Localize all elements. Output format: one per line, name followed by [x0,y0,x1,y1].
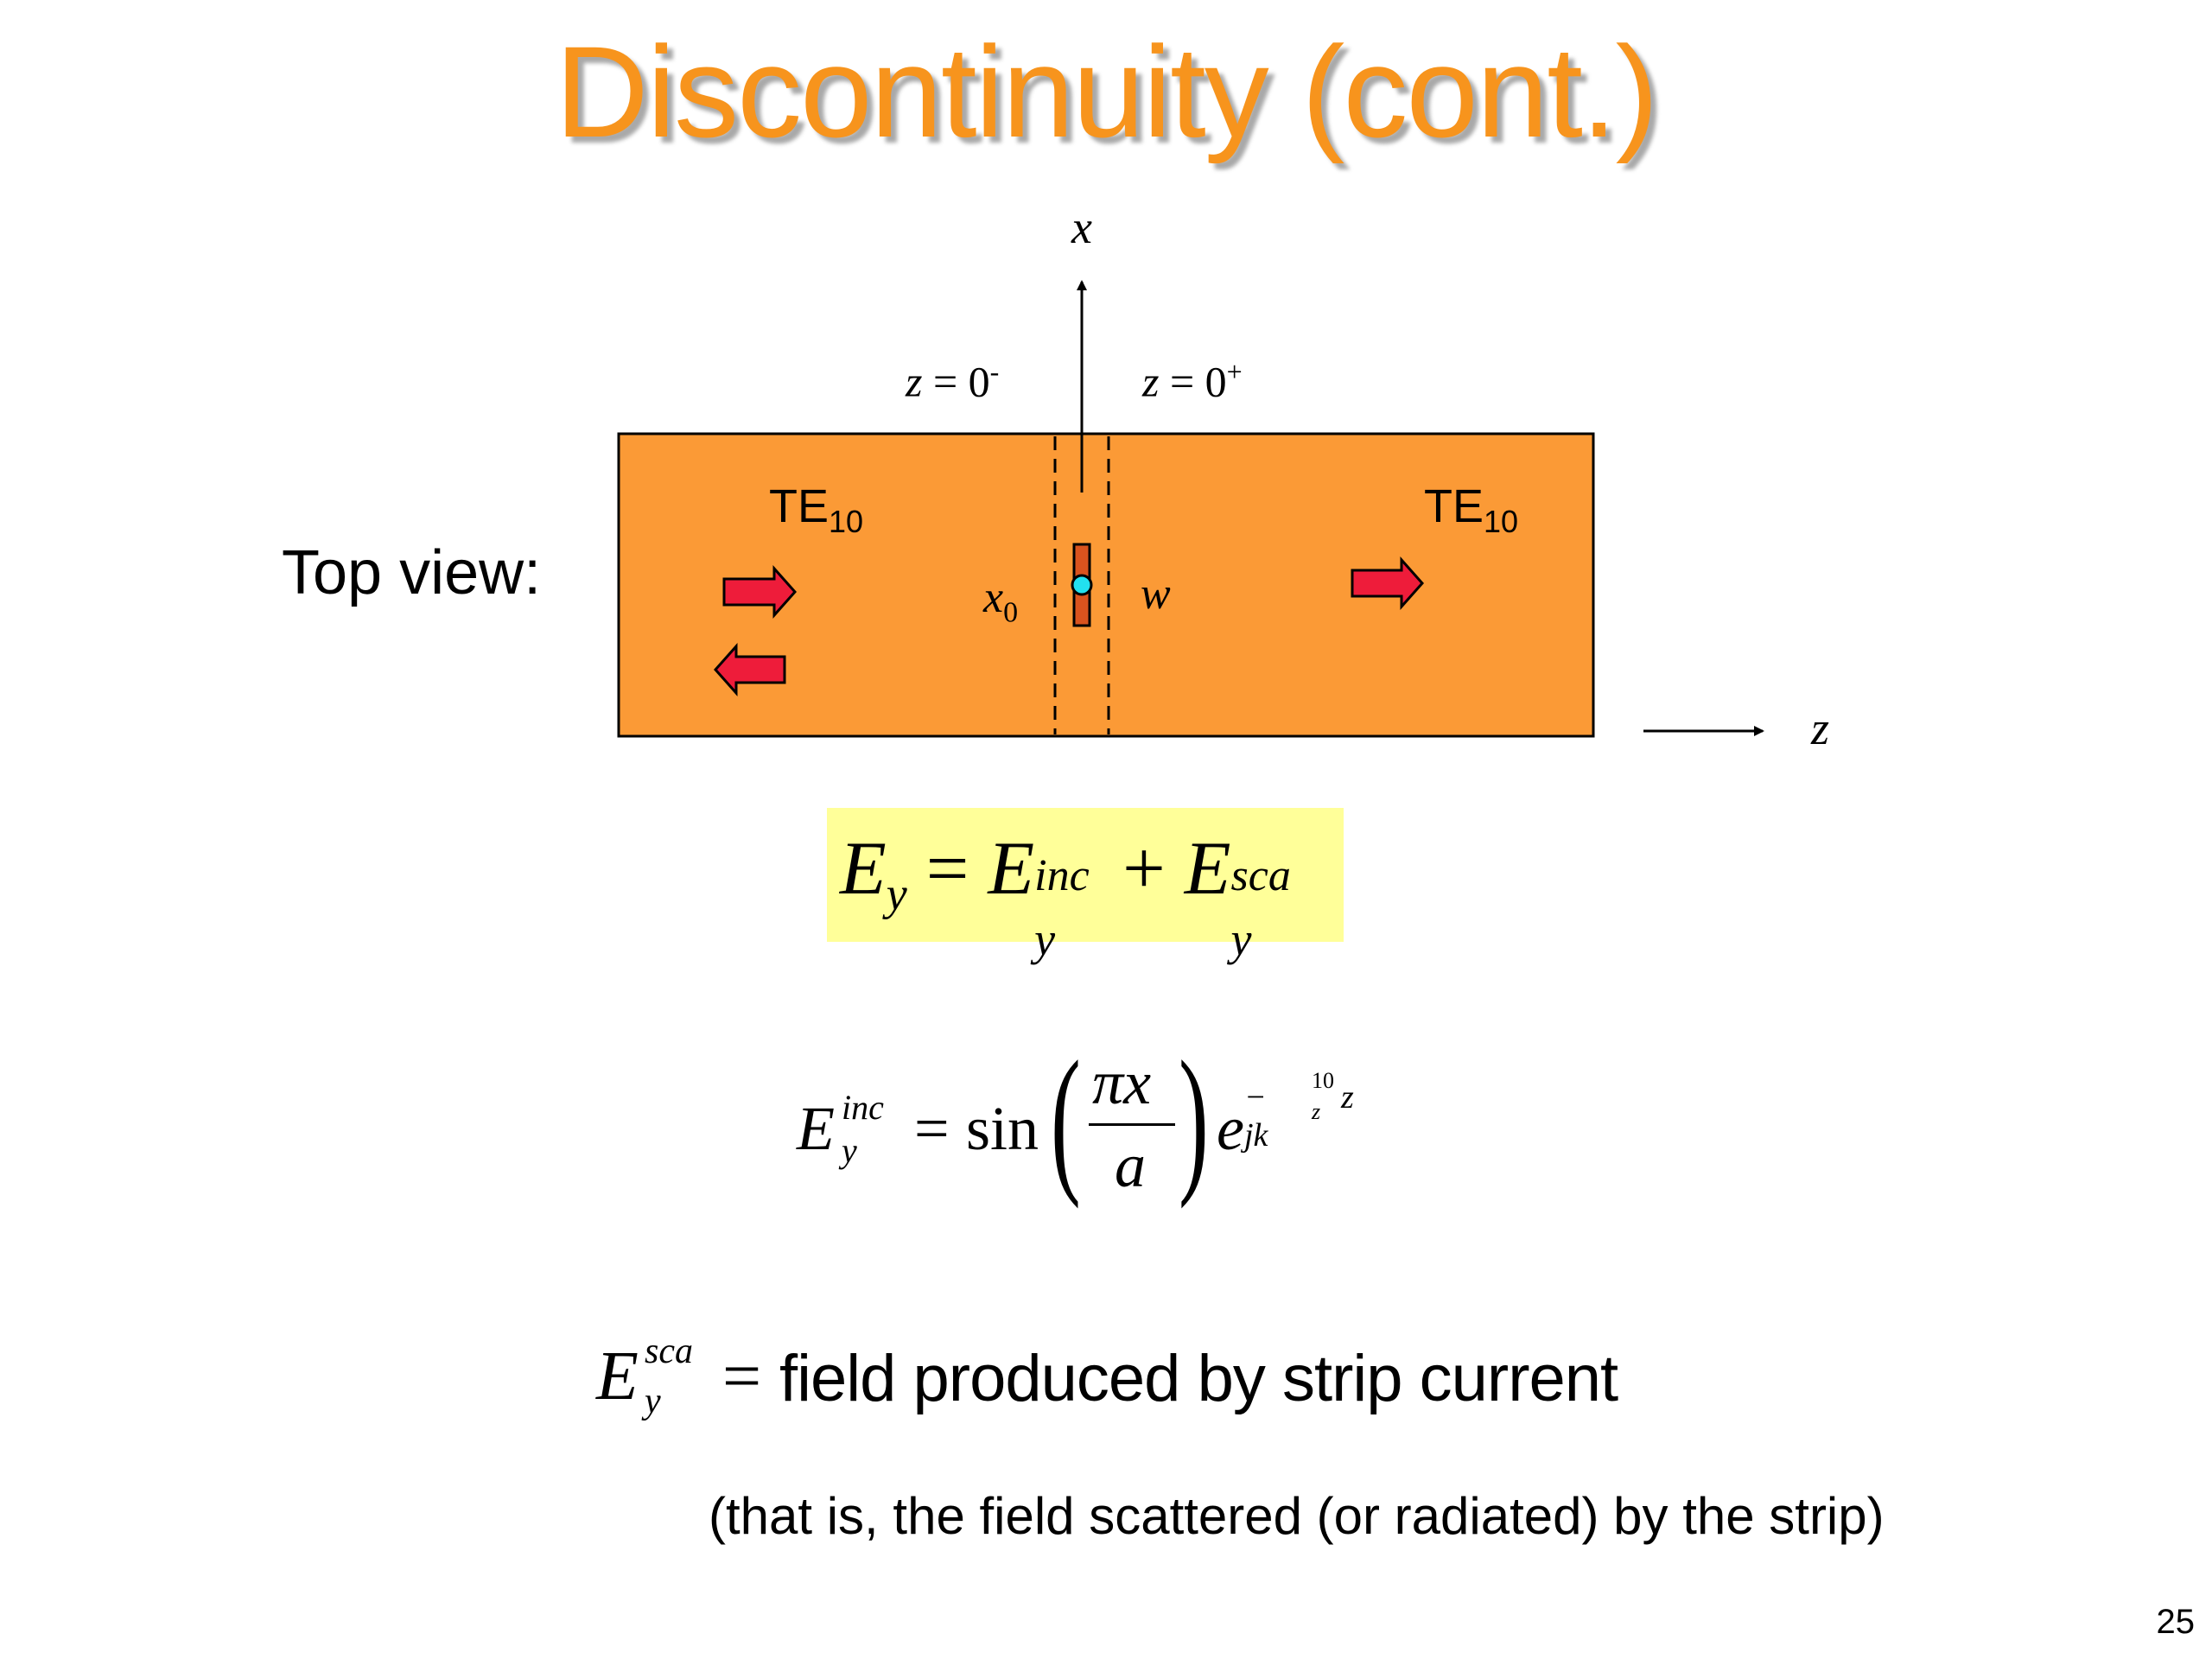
mode-label-right: TE10 [1424,480,1519,539]
explanatory-note: (that is, the field scattered (or radiat… [709,1487,1885,1545]
incident-arrow-right [722,565,798,619]
reflected-arrow-left [713,643,786,696]
x0-label: x0 [983,573,1019,629]
strip-center-point [1071,574,1093,596]
w-label: w [1141,569,1171,619]
right-paren: ) [1179,1028,1209,1210]
slide-title: Discontinuity (cont.) [555,19,1658,164]
equation-highlight [827,808,1344,942]
left-paren: ( [1051,1028,1081,1210]
transmitted-arrow-right [1351,556,1425,610]
page-number: 25 [2156,1603,2196,1641]
mode-label-left: TE10 [769,480,864,539]
view-label: Top view: [282,538,542,607]
z-axis-label: z [1811,702,1830,754]
plane-right-label: z = 0+ [1142,356,1243,406]
x-axis-label: x [1071,201,1092,253]
plane-left-label: z = 0- [906,356,1000,406]
fraction-bar [1089,1123,1175,1126]
